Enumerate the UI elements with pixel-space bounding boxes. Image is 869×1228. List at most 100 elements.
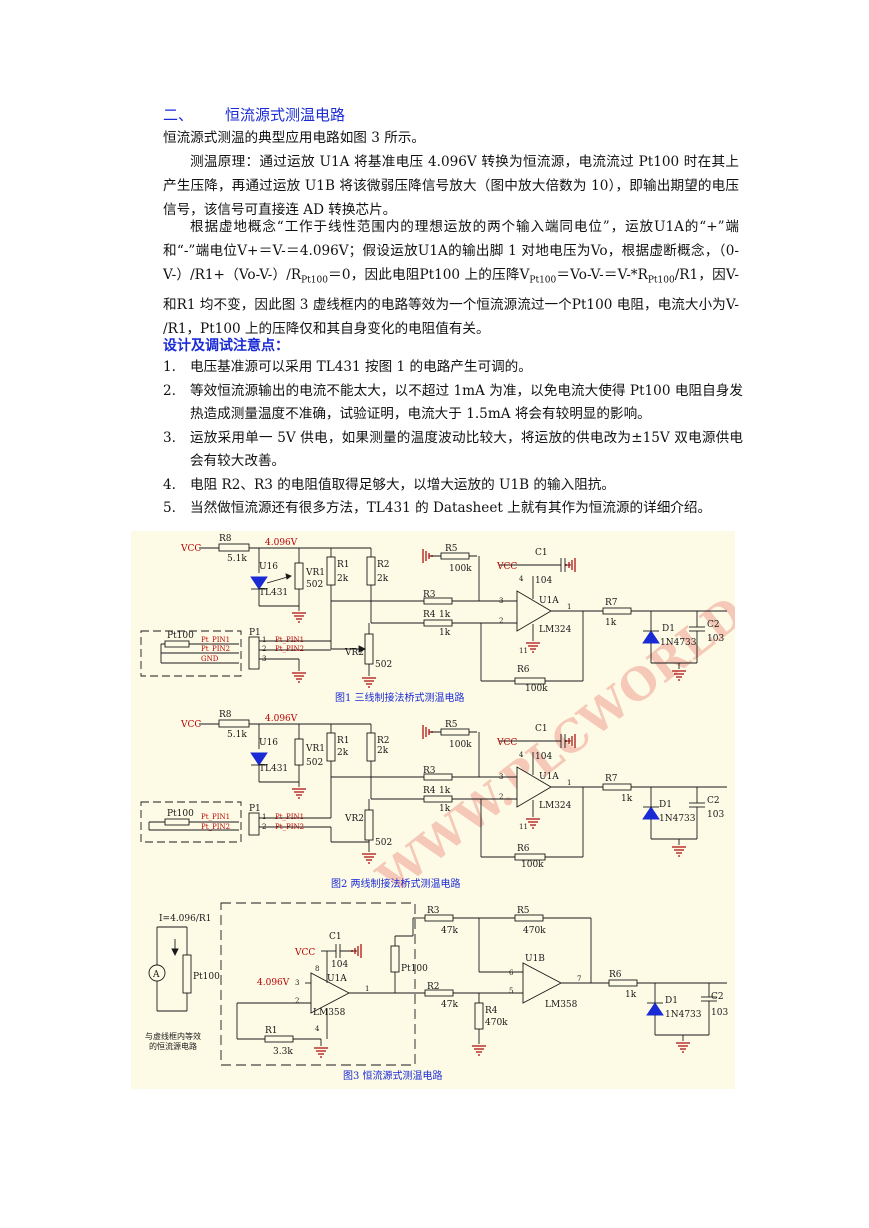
f2-u16: U16	[259, 738, 278, 748]
f3-r1v: 3.3k	[273, 1047, 293, 1057]
f1-r7: R7	[605, 598, 618, 608]
f3-r4: R4	[485, 1006, 498, 1016]
f2-r2: R2	[377, 736, 390, 746]
f2-r1v: 2k	[337, 748, 349, 758]
f3-u1a: U1A	[327, 974, 347, 984]
f1-r2: R2	[377, 560, 390, 570]
f1-vcc2: VCC	[496, 562, 517, 572]
f2-r4: R4	[423, 786, 436, 796]
f2-c1: C1	[535, 724, 548, 734]
f2-ptpin1-left: Pt_PIN1	[201, 813, 230, 821]
list-item: 5. 当然做恒流源还有很多方法，TL431 的 Datasheet 上就有其作为恒…	[163, 497, 743, 521]
f3-pin3: 3	[295, 979, 299, 987]
list-number: 4.	[163, 476, 176, 493]
section-title: 恒流源式测温电路	[225, 106, 346, 124]
f3-c1v: 104	[331, 960, 348, 970]
f1-r1v: 2k	[337, 574, 349, 584]
section-heading: 二、恒流源式测温电路	[163, 104, 345, 125]
f2-r3: R3	[423, 766, 436, 776]
f3-r2: R2	[427, 982, 440, 992]
f3-r5v: 470k	[523, 926, 546, 936]
f1-pin2: 2	[499, 617, 503, 625]
f2-c2: C2	[707, 796, 720, 806]
f2-vcc2: VCC	[496, 738, 517, 748]
f2-vcc: VCC	[180, 720, 201, 730]
figure-3-circuit	[148, 902, 727, 1066]
f2-c2v: 103	[707, 810, 724, 820]
f3-pin6: 6	[509, 969, 514, 977]
f1-tl431: TL431	[259, 588, 288, 598]
f3-c2: C2	[711, 992, 724, 1002]
figure-2-labels: VCC R8 5.1k 4.096V U16 TL431 VR1 502 R1 …	[167, 710, 724, 890]
f2-vr2: VR2	[344, 814, 364, 824]
f2-r8v: 5.1k	[227, 730, 247, 740]
list-number: 1.	[163, 359, 176, 375]
f1-conn-2: 2	[262, 645, 266, 653]
f2-r7: R7	[605, 774, 618, 784]
intro-paragraph: 恒流源式测温的典型应用电路如图 3 所示。	[163, 130, 425, 146]
f1-vref: 4.096V	[265, 538, 298, 548]
list-text: 等效恒流源输出的电流不能太大，以不超过 1mA 为准，以免电流大使得 Pt100…	[190, 382, 743, 423]
list-text: 电压基准源可以采用 TL431 按图 1 的电路产生可调的。	[190, 359, 532, 375]
f3-pt-mid: Pt100	[401, 964, 428, 974]
f1-r7v: 1k	[605, 618, 617, 628]
f1-d1: D1	[662, 624, 675, 634]
f2-r3v: 1k	[439, 786, 451, 796]
f3-c1: C1	[329, 932, 342, 942]
f1-c1v: 104	[535, 576, 552, 586]
f1-u16: U16	[259, 562, 278, 572]
list-number: 5.	[163, 500, 176, 516]
f1-vr2v: 502	[375, 660, 392, 670]
f1-vcc: VCC	[180, 544, 201, 554]
f3-r1: R1	[265, 1026, 278, 1036]
figure-1-circuit	[140, 543, 727, 688]
f1-r6v: 100k	[525, 684, 548, 694]
list-text: 电阻 R2、R3 的电阻值取得足够大，以增大运放的 U1B 的输入阻抗。	[190, 476, 615, 493]
f3-r4v: 470k	[485, 1018, 508, 1028]
f1-conn-3: 3	[262, 655, 266, 663]
f1-vr1: VR1	[305, 568, 325, 578]
f1-r2v: 2k	[377, 574, 389, 584]
f3-lm2: LM358	[545, 1000, 578, 1010]
f1-ptpin2-right: Pt_PIN2	[275, 645, 304, 653]
schematic-svg: WWW.PLCWORLD.CN	[140, 533, 824, 1082]
f3-r6v: 1k	[625, 990, 637, 1000]
list-text: 运放采用单一 5V 供电，如果测量的温度波动比较大，将运放的供电改为±15V 双…	[190, 429, 743, 470]
f3-d1v: 1N4733	[665, 1010, 702, 1020]
list-text: 当然做恒流源还有很多方法，TL431 的 Datasheet 上就有其作为恒流源…	[190, 500, 712, 516]
f3-r6: R6	[609, 970, 622, 980]
list-item: 2.等效恒流源输出的电流不能太大，以不超过 1mA 为准，以免电流大使得 Pt1…	[163, 380, 743, 427]
f3-lm: LM358	[313, 1008, 346, 1018]
analysis-sub-1: Pt100	[301, 275, 328, 286]
f3-c2v: 103	[711, 1008, 728, 1018]
f2-vr2v: 502	[375, 838, 392, 848]
f2-pt: Pt100	[167, 809, 194, 819]
f3-pin1: 1	[365, 985, 369, 993]
f1-r4v: 1k	[439, 628, 451, 638]
design-notes-title: 设计及调试注意点：	[163, 338, 289, 354]
f3-pin8: 8	[315, 965, 319, 973]
f1-pin1: 1	[567, 603, 571, 611]
f2-r4v: 1k	[439, 804, 451, 814]
f2-r8: R8	[219, 710, 232, 720]
schematic-figure-panel: WWW.PLCWORLD.CN	[131, 531, 824, 1089]
f2-pin4: 4	[519, 751, 524, 759]
f1-r6: R6	[517, 665, 530, 675]
f2-ptpin1-right: Pt_PIN1	[275, 813, 304, 821]
analysis-text-2: ＝0，因此电阻Pt100 上的压降V	[327, 267, 530, 283]
f3-note2: 的恒流源电路	[149, 1041, 197, 1051]
analysis-text-1: 根据虚地概念“工作于线性范围内的理想运放的两个输入端同电位”，运放U1A的“+”…	[163, 219, 739, 283]
f1-r3v: 1k	[439, 610, 451, 620]
f1-r3: R3	[423, 590, 436, 600]
figure-3-labels: I=4.096/R1 A Pt100 与虚线框内等效 的恒流源电路 VCC C1…	[145, 906, 728, 1082]
f1-ptpin1-left: Pt_PIN1	[201, 636, 230, 644]
f2-tl431: TL431	[259, 764, 288, 774]
f3-d1: D1	[665, 996, 678, 1006]
principle-paragraph: 测温原理：通过运放 U1A 将基准电压 4.096V 转换为恒流源，电流流过 P…	[163, 154, 739, 218]
f1-u1a: U1A	[539, 596, 559, 606]
figure-1-labels: VCC R8 5.1k 4.096V U16 TL431 VR1 502 R1 …	[167, 534, 724, 704]
f1-pt: Pt100	[167, 631, 194, 641]
f2-pin11: 11	[519, 823, 528, 831]
f1-r4: R4	[423, 610, 436, 620]
